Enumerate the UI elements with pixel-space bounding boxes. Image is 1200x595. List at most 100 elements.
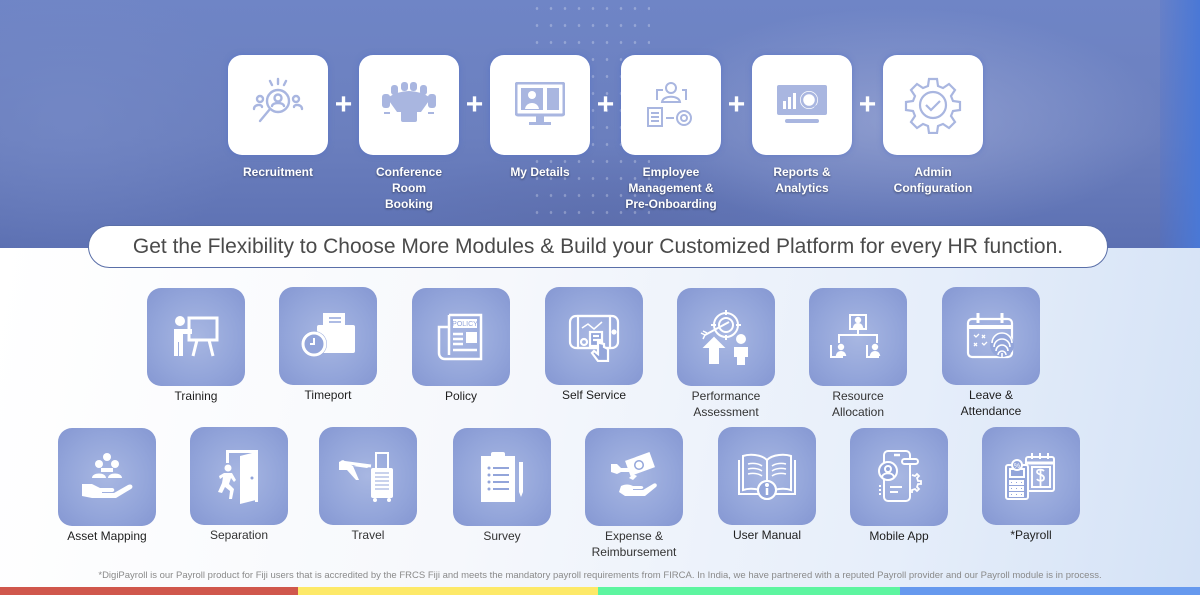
module-label: Performance Assessment (691, 389, 761, 419)
module-tile[interactable]: POLICY (412, 288, 510, 386)
customization-banner: Get the Flexibility to Choose More Modul… (88, 225, 1108, 268)
exit-door-icon (218, 450, 258, 504)
core-tile[interactable] (752, 55, 852, 155)
conference-table-icon (382, 82, 436, 122)
core-module-reports-analytics[interactable]: Reports & Analytics (752, 55, 852, 196)
module-expense-reimbursement[interactable]: Expense & Reimbursement (569, 428, 699, 560)
clipboard-list-icon (481, 452, 523, 502)
calendar-fingerprint-icon (966, 313, 1014, 359)
payroll-footnote: *DigiPayroll is our Payroll product for … (98, 570, 1102, 581)
module-tile[interactable] (58, 428, 156, 526)
core-module-label: Reports & Analytics (773, 165, 831, 195)
plane-luggage-icon (339, 452, 393, 502)
module-label: Separation (209, 528, 269, 542)
module-label: *Payroll (1010, 528, 1052, 542)
module-training[interactable]: Training (131, 288, 261, 404)
hand-people-icon (82, 453, 133, 498)
core-module-recruitment[interactable]: Recruitment (228, 55, 328, 180)
hand-money-icon (611, 452, 657, 496)
book-info-icon (738, 453, 796, 500)
org-chart-icon (830, 314, 881, 358)
core-module-employee-management[interactable]: Employee Management & Pre-Onboarding (621, 55, 721, 212)
module-self-service[interactable]: Self Service (529, 287, 659, 403)
module-tile[interactable] (147, 288, 245, 386)
svg-text:POLICY: POLICY (452, 321, 478, 328)
core-module-label: Recruitment (242, 165, 313, 179)
profile-monitor-icon (515, 82, 565, 125)
stripe-green (598, 587, 900, 595)
module-user-manual[interactable]: User Manual (702, 427, 832, 543)
core-tile[interactable] (228, 55, 328, 155)
core-tile[interactable] (621, 55, 721, 155)
core-modules-row: Recruitment + Conference Room Booking + (228, 55, 983, 212)
banner-text: Get the Flexibility to Choose More Modul… (132, 234, 1064, 258)
module-tile[interactable] (319, 427, 417, 525)
module-tile[interactable] (850, 428, 948, 526)
core-module-conference-room[interactable]: Conference Room Booking (359, 55, 459, 212)
module-tile[interactable] (718, 427, 816, 525)
target-growth-icon (700, 310, 748, 365)
stripe-yellow (298, 587, 598, 595)
module-tile[interactable] (677, 288, 775, 386)
analytics-monitor-icon (777, 85, 827, 123)
svg-text:%: % (1014, 463, 1020, 470)
core-tile[interactable] (359, 55, 459, 155)
module-label: Self Service (561, 388, 627, 402)
clock-folder-icon (301, 313, 355, 357)
module-tile[interactable] (453, 428, 551, 526)
module-payroll[interactable]: % *Payroll (966, 427, 1096, 543)
module-leave-attendance[interactable]: Leave & Attendance (926, 287, 1056, 419)
module-tile[interactable] (545, 287, 643, 385)
training-board-icon (174, 316, 219, 357)
module-label: Travel (351, 528, 385, 542)
module-label: Timeport (304, 388, 352, 402)
gear-check-icon (904, 77, 962, 134)
plus-icon: + (334, 88, 353, 121)
plus-icon: + (465, 88, 484, 121)
module-asset-mapping[interactable]: Asset Mapping (42, 428, 172, 544)
mobile-profile-icon (878, 450, 922, 502)
module-label: Resource Allocation (831, 389, 885, 419)
core-module-label: Admin Configuration (893, 165, 973, 195)
plus-icon: + (858, 88, 877, 121)
module-label: User Manual (732, 528, 802, 542)
module-tile[interactable] (279, 287, 377, 385)
hero-edge (1160, 0, 1200, 248)
core-tile[interactable] (883, 55, 983, 155)
recruitment-search-icon (252, 77, 304, 123)
module-performance-assessment[interactable]: Performance Assessment (661, 288, 791, 420)
module-tile[interactable] (809, 288, 907, 386)
module-label: Training (174, 389, 218, 403)
employee-onboarding-icon (647, 82, 692, 127)
module-tile[interactable]: % (982, 427, 1080, 525)
plus-icon: + (596, 88, 615, 121)
module-label: Leave & Attendance (960, 388, 1022, 418)
stripe-blue (900, 587, 1200, 595)
stripe-red (0, 587, 298, 595)
core-module-label: My Details (510, 165, 570, 179)
color-stripe-bar (0, 587, 1200, 595)
module-tile[interactable] (190, 427, 288, 525)
module-survey[interactable]: Survey (437, 428, 567, 544)
module-policy[interactable]: POLICY Policy (396, 288, 526, 404)
module-label: Mobile App (869, 529, 929, 543)
module-mobile-app[interactable]: Mobile App (834, 428, 964, 544)
core-module-admin-configuration[interactable]: Admin Configuration (883, 55, 983, 196)
core-module-label: Employee Management & Pre-Onboarding (625, 165, 717, 211)
core-module-label: Conference Room Booking (375, 165, 443, 211)
module-label: Survey (483, 529, 521, 543)
calculator-calendar-icon: % (1005, 453, 1055, 500)
tablet-touch-icon (568, 314, 620, 362)
plus-icon: + (727, 88, 746, 121)
core-module-my-details[interactable]: My Details (490, 55, 590, 180)
module-resource-allocation[interactable]: Resource Allocation (793, 288, 923, 420)
module-tile[interactable] (585, 428, 683, 526)
module-label: Asset Mapping (67, 529, 147, 543)
module-label: Policy (444, 389, 477, 403)
module-separation[interactable]: Separation (174, 427, 304, 543)
module-timeport[interactable]: Timeport (263, 287, 393, 403)
core-tile[interactable] (490, 55, 590, 155)
policy-document-icon: POLICY (437, 313, 483, 361)
module-tile[interactable] (942, 287, 1040, 385)
module-travel[interactable]: Travel (303, 427, 433, 543)
